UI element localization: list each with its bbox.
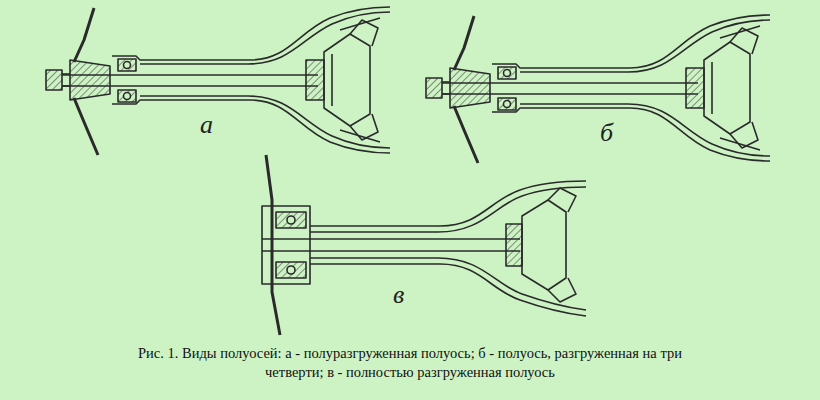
figure-caption: Рис. 1. Виды полуосей: а - полуразгружен… [110, 344, 710, 382]
figure-letter: б [600, 120, 613, 146]
figure-letter: в [393, 282, 404, 308]
figure-letter: а [200, 112, 213, 138]
